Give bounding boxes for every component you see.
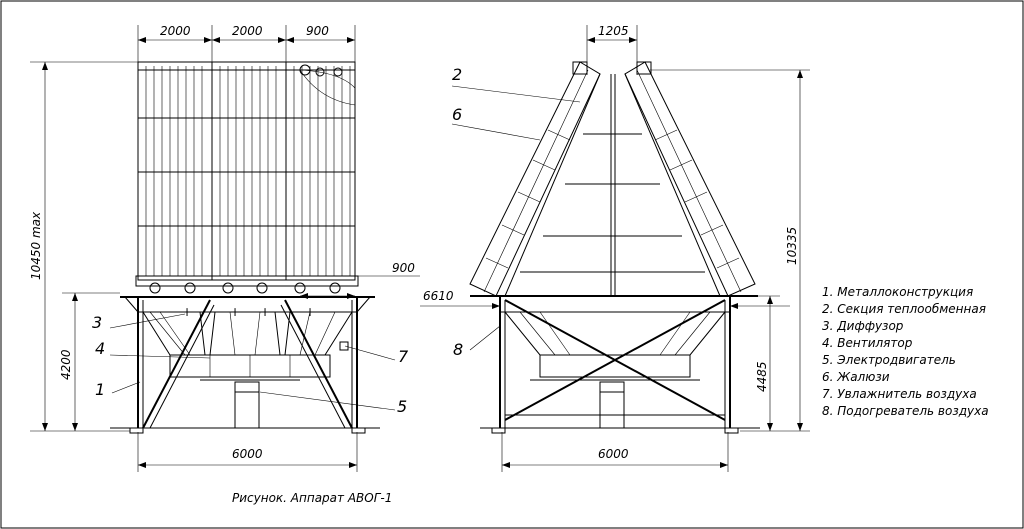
legend-item-4: 4. Вентилятор (822, 336, 913, 350)
legend-item-1: 1. Металлоконструкция (822, 285, 973, 299)
dim-height-frame: 4200 (59, 349, 73, 380)
svg-text:+: + (182, 305, 192, 319)
left-view: 2000 2000 900 (29, 24, 420, 472)
callout-6: 6 (452, 105, 462, 124)
callout-2: 2 (452, 65, 462, 84)
svg-text:+: + (260, 305, 270, 319)
callout-8: 8 (453, 340, 463, 359)
dim-height-right: 10335 (785, 227, 799, 265)
dim-base-right: 6000 (598, 447, 629, 461)
callout-5: 5 (397, 397, 407, 416)
callout-7: 7 (398, 347, 409, 366)
legend-item-7: 7. Увлажнитель воздуха (822, 387, 977, 401)
legend-item-2: 2. Секция теплообменная (822, 302, 986, 316)
dim-side: 900 (392, 261, 415, 275)
callout-1: 1 (95, 380, 105, 399)
right-view: 1205 (420, 24, 810, 472)
legend-item-8: 8. Подогреватель воздуха (822, 404, 989, 418)
svg-text:+: + (230, 305, 240, 319)
dim-w3: 900 (306, 24, 329, 38)
dim-base-left: 6000 (232, 447, 263, 461)
legend-item-5: 5. Электродвигатель (822, 353, 956, 367)
dim-top: 1205 (598, 24, 629, 38)
legend-item-3: 3. Диффузор (822, 319, 904, 333)
dim-w2: 2000 (232, 24, 263, 38)
legend: 1. Металлоконструкция 2. Секция теплообм… (822, 285, 989, 418)
dim-frame-height-right: 4485 (755, 361, 769, 392)
callout-4: 4 (95, 339, 105, 358)
dim-side-right: 6610 (423, 289, 454, 303)
legend-item-6: 6. Жалюзи (822, 370, 890, 384)
svg-text:+: + (305, 305, 315, 319)
dim-w1: 2000 (160, 24, 191, 38)
tube-lines (145, 66, 351, 276)
dim-height-max: 10450 max (29, 211, 43, 280)
figure-caption: Рисунок. Аппарат АВОГ-1 (232, 491, 392, 505)
callout-3: 3 (92, 313, 102, 332)
